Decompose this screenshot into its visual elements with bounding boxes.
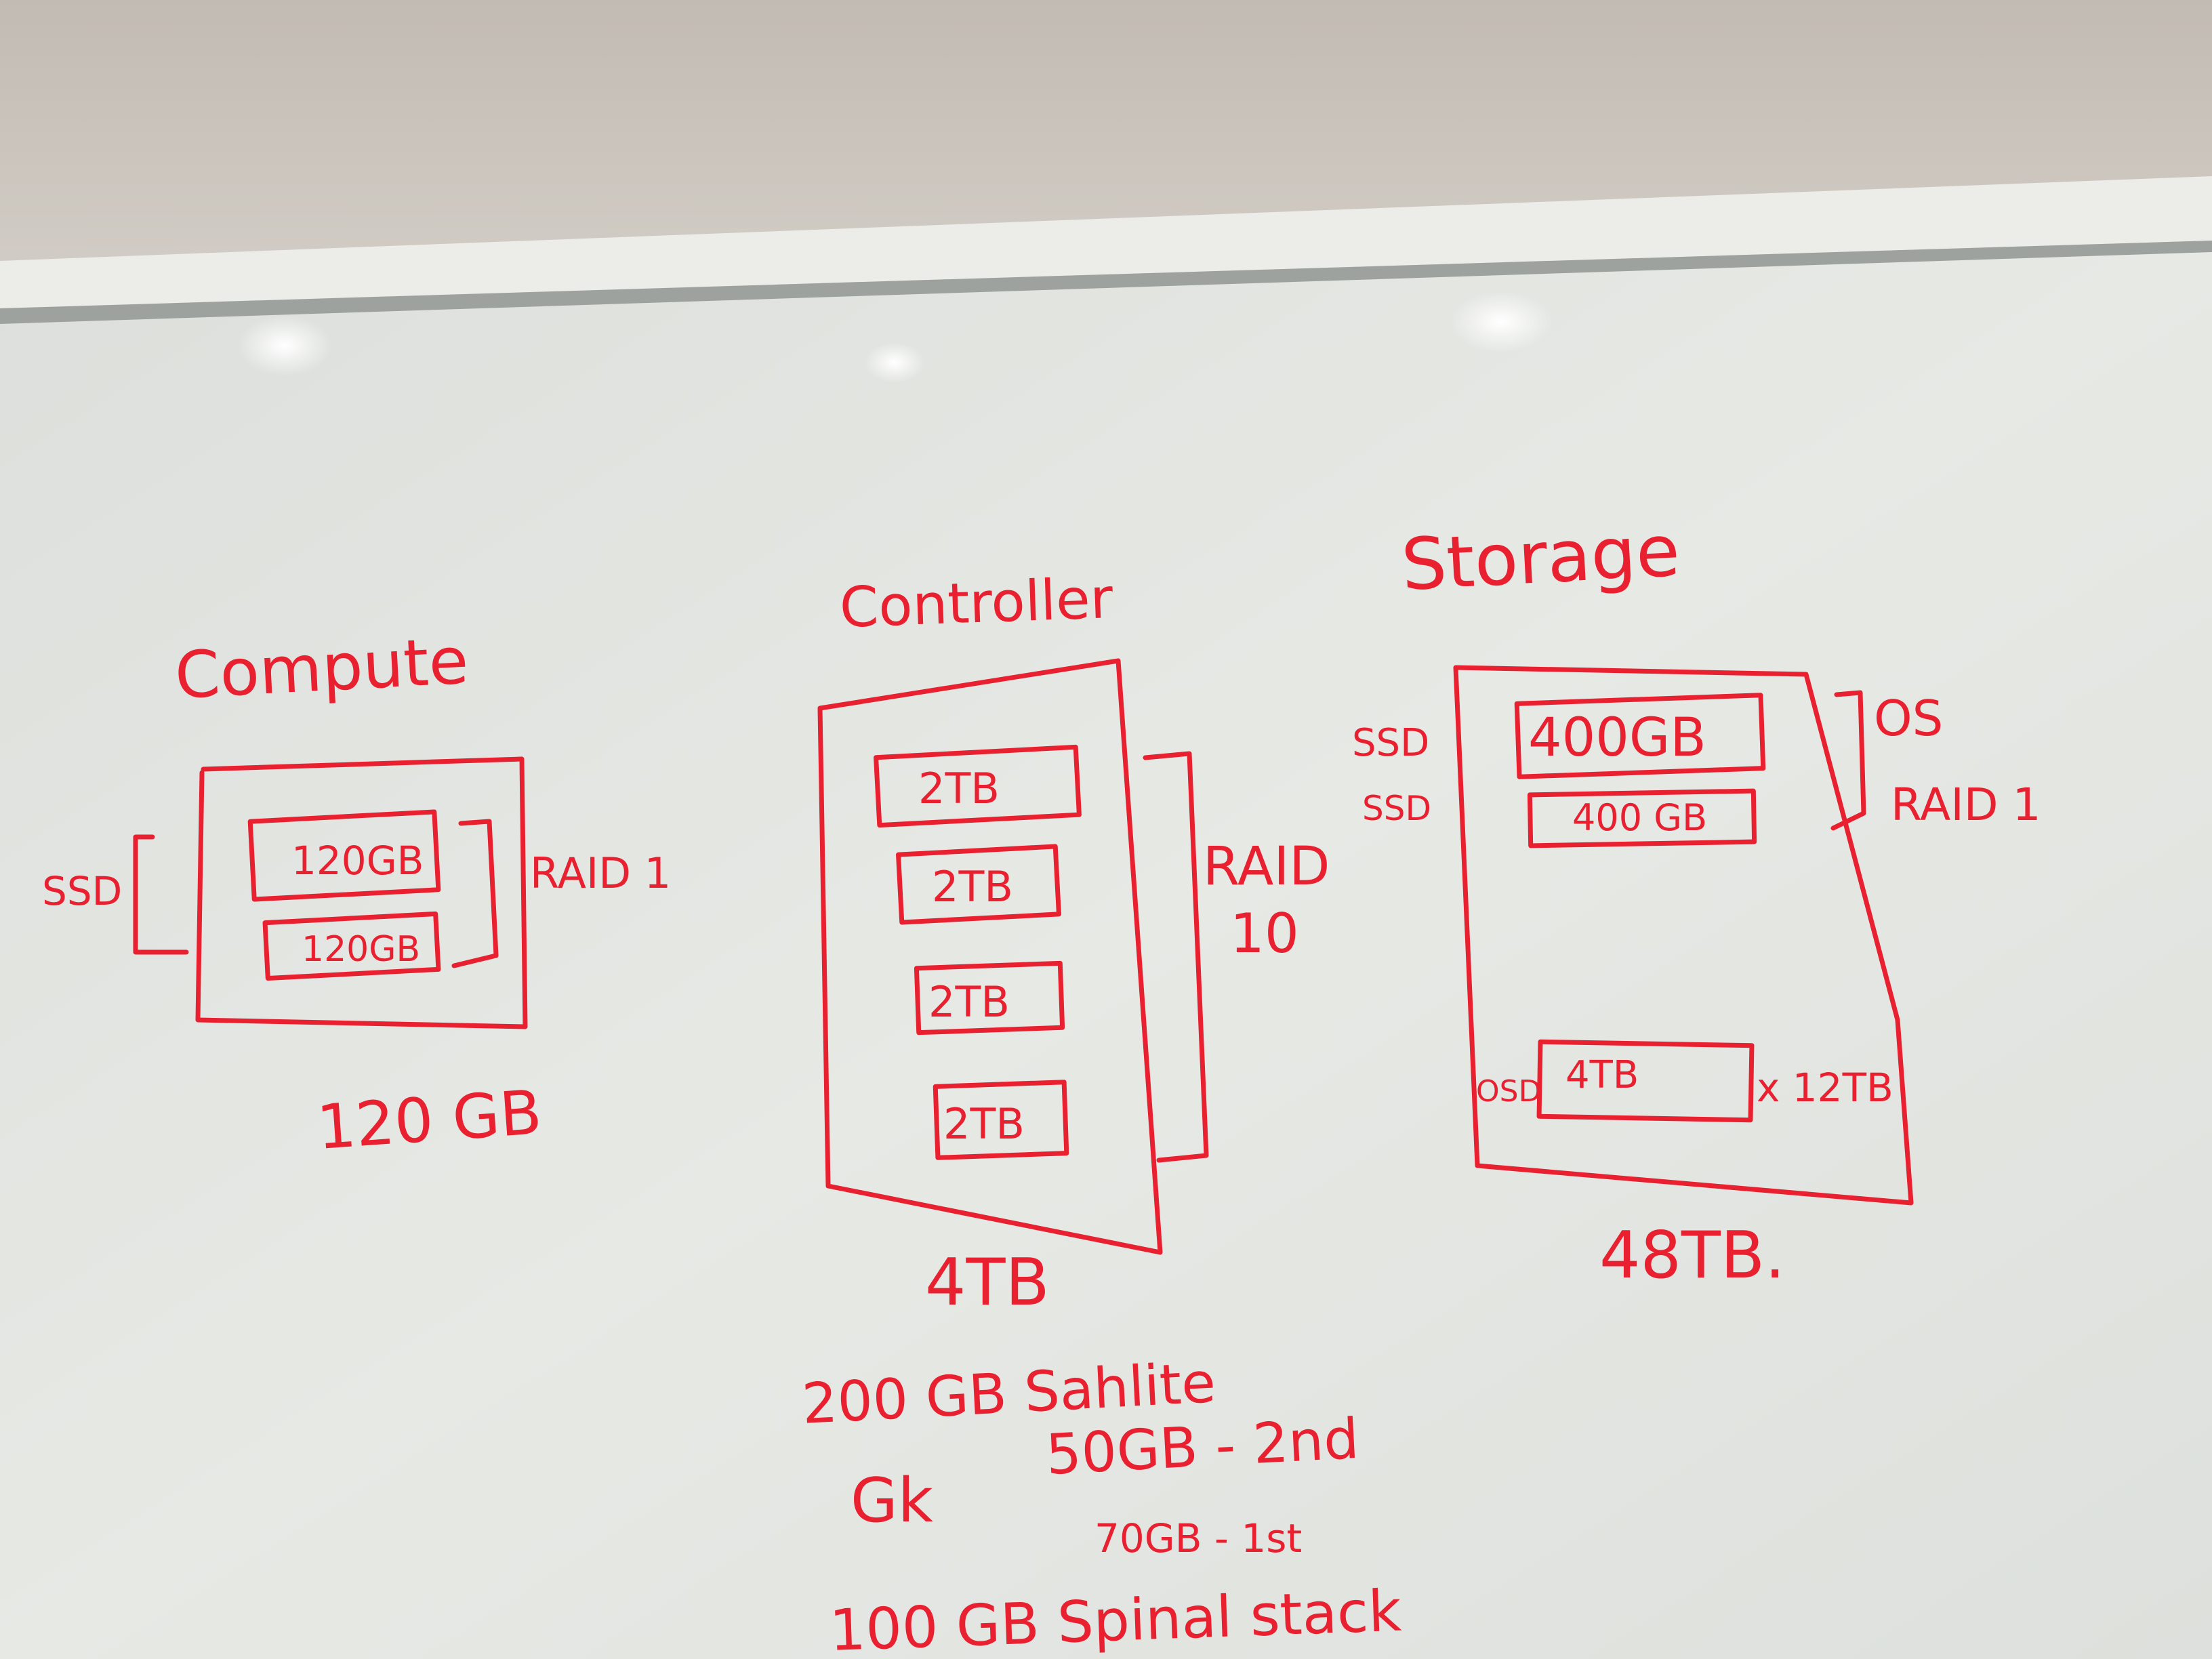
storage-os-bracket: [1830, 690, 1866, 831]
compute-capacity: 120 GB: [314, 1077, 544, 1164]
controller-title: Controller: [838, 567, 1114, 640]
storage-ssd-label-2: SSD: [1362, 789, 1431, 828]
compute-server-outline: [195, 756, 528, 1029]
controller-disk-1: [874, 744, 1082, 828]
controller-disk-1-label: 2TB: [918, 764, 1000, 813]
compute-raid-bracket: [451, 819, 499, 968]
storage-ssd-label-1: SSD: [1352, 721, 1429, 765]
compute-disk-2: [262, 911, 441, 981]
storage-ssd-disk-1: [1514, 693, 1766, 779]
light-reflection: [237, 315, 332, 376]
controller-raid-label-1: RAID: [1203, 836, 1330, 897]
storage-osd-label: OSD: [1476, 1074, 1541, 1109]
storage-capacity: 48TB.: [1599, 1218, 1785, 1293]
note-line-3: 70GB - 1st: [1094, 1515, 1302, 1561]
board-surface: [0, 244, 2212, 1659]
compute-disk-1-label: 120GB: [291, 838, 424, 884]
light-reflection: [1450, 291, 1552, 352]
storage-osd-multiplier: x 12TB: [1757, 1065, 1893, 1111]
controller-capacity: 4TB: [925, 1246, 1050, 1320]
storage-osd-disk: [1536, 1039, 1755, 1123]
controller-disk-4: [933, 1080, 1069, 1160]
controller-raid-bracket: [1143, 751, 1209, 1163]
controller-disk-3: [914, 960, 1065, 1036]
controller-disk-3-label: 2TB: [928, 977, 1010, 1027]
note-line-2-prefix: Gk: [851, 1465, 933, 1536]
controller-disk-2-label: 2TB: [932, 862, 1013, 912]
compute-disk-1: [247, 809, 441, 902]
controller-raid-label-2: 10: [1230, 902, 1299, 965]
storage-os-label: OS: [1874, 690, 1943, 747]
compute-ssd-label: SSD: [42, 868, 122, 914]
controller-disk-4-label: 2TB: [943, 1099, 1025, 1149]
storage-server-outline: [1453, 665, 1914, 1206]
light-reflection: [864, 342, 925, 383]
storage-ssd-disk-2: [1527, 788, 1757, 848]
controller-server-outline: [817, 658, 1163, 1255]
storage-ssd-disk-1-label: 400GB: [1528, 708, 1706, 769]
board-frame-top: [0, 176, 2212, 308]
compute-disk-2-label: 120GB: [302, 929, 420, 970]
controller-disk-2: [896, 844, 1061, 925]
compute-raid-label: RAID 1: [530, 848, 671, 898]
board-frame-shadow: [0, 241, 2212, 324]
storage-osd-disk-label: 4TB: [1565, 1053, 1639, 1097]
compute-title: Compute: [173, 623, 470, 714]
storage-title: Storage: [1399, 510, 1682, 607]
storage-raid-label: RAID 1: [1891, 779, 2041, 831]
compute-ssd-bracket: [133, 834, 189, 955]
storage-ssd-disk-2-label: 400 GB: [1572, 796, 1707, 839]
